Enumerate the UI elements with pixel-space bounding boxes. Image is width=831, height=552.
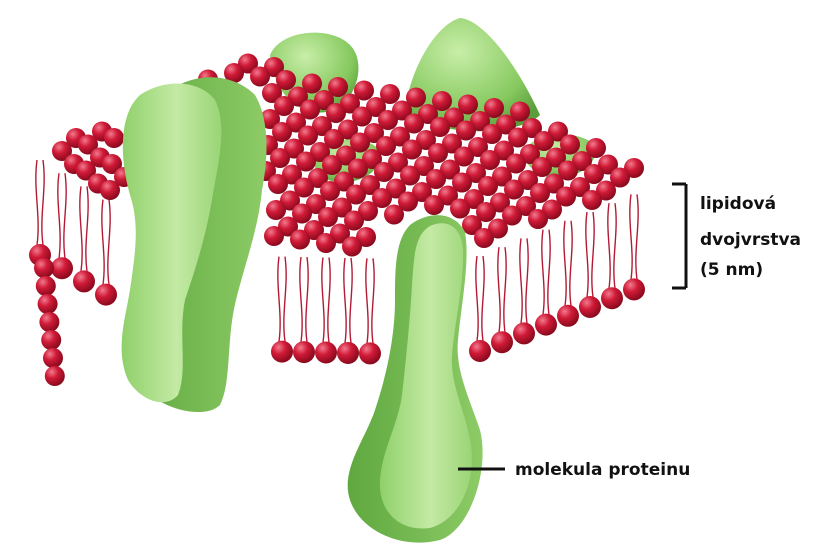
lipid-head (34, 258, 54, 278)
lipid-head (469, 340, 491, 362)
lipid-head (337, 342, 359, 364)
label-bilayer-line3: (5 nm) (700, 260, 763, 280)
lipid-head (535, 314, 557, 336)
lipid-head (315, 342, 337, 364)
lipid-head (51, 257, 73, 279)
lipid-head (95, 284, 117, 306)
lipid-head (39, 312, 59, 332)
lipid-head (579, 296, 601, 318)
lipid-head (45, 366, 65, 386)
lipid-head (450, 199, 470, 219)
lipid-head (104, 128, 124, 148)
lipid-head (384, 205, 404, 225)
lipid-head (424, 195, 444, 215)
lipid-head (100, 180, 120, 200)
lipid-head (316, 233, 336, 253)
lipid-head (342, 237, 362, 257)
label-bilayer-line2: dvojvrstva (700, 230, 801, 250)
lipid-head (491, 331, 513, 353)
lipid-head (264, 226, 284, 246)
bilayer-bracket (672, 184, 686, 288)
lipid-head (41, 330, 61, 350)
lipid-head (250, 67, 270, 87)
lipid-head (474, 228, 494, 248)
lipid-head (271, 341, 293, 363)
lipid-head (513, 322, 535, 344)
lipid-head (623, 278, 645, 300)
lipid-head (266, 200, 286, 220)
lipid-head (38, 294, 58, 314)
lipid-head (582, 190, 602, 210)
lipid-head (268, 174, 288, 194)
label-protein: molekula proteinu (515, 460, 690, 480)
label-bilayer-line1: lipidová (700, 194, 776, 214)
lipid-head (359, 342, 381, 364)
lipid-head (43, 348, 63, 368)
lipid-head (73, 270, 95, 292)
lipid-head (290, 230, 310, 250)
lipid-head (36, 276, 56, 296)
lipid-head (601, 287, 623, 309)
lipid-head (528, 209, 548, 229)
lipid-head (557, 305, 579, 327)
lipid-head (293, 341, 315, 363)
